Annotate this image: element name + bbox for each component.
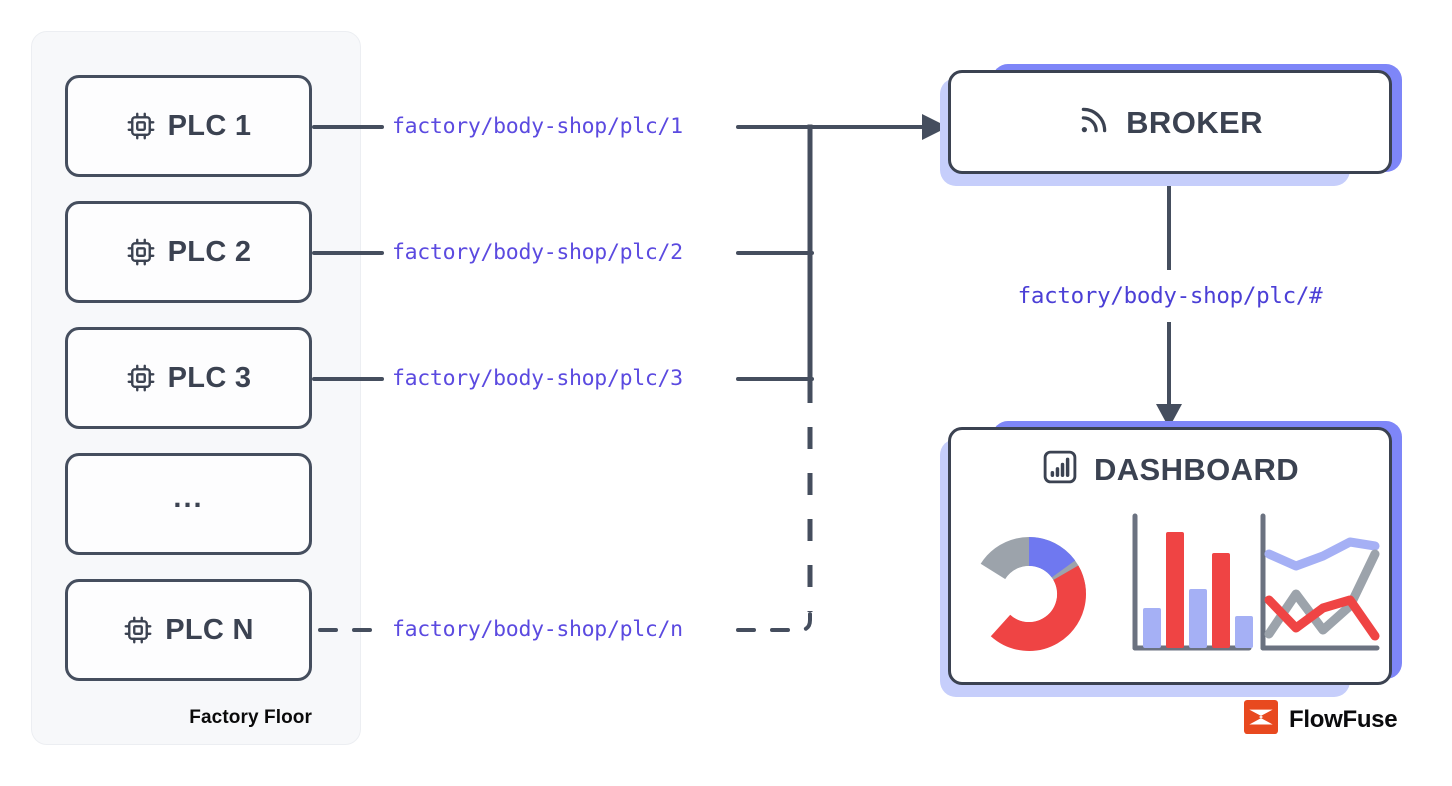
plc-card-n[interactable]: PLC N <box>65 579 312 681</box>
topic-label-plc-3: factory/body-shop/plc/3 <box>392 366 683 391</box>
plc-card-3[interactable]: PLC 3 <box>65 327 312 429</box>
cpu-icon <box>126 237 156 267</box>
broker-title: BROKER <box>951 73 1389 171</box>
dashboard-card[interactable]: DASHBOARD <box>948 427 1392 685</box>
donut-chart-arcs <box>972 537 1086 651</box>
broker-card[interactable]: BROKER <box>948 70 1392 174</box>
plc-card-ellipsis: ... <box>65 453 312 555</box>
cpu-icon <box>126 363 156 393</box>
flowfuse-logo-icon <box>1244 700 1278 739</box>
topic-label-plc-1: factory/body-shop/plc/1 <box>392 114 683 139</box>
cpu-icon <box>126 111 156 141</box>
line-chart <box>1260 513 1380 651</box>
plc-card-2[interactable]: PLC 2 <box>65 201 312 303</box>
cpu-icon <box>123 615 153 645</box>
plc-card-label: PLC N <box>165 613 254 646</box>
bar-chart-icon <box>1041 448 1079 491</box>
plc-card-label: ... <box>173 481 204 514</box>
flowfuse-brand: FlowFuse <box>1244 700 1398 739</box>
flowfuse-wordmark: FlowFuse <box>1289 705 1398 733</box>
dashboard-node[interactable]: DASHBOARD <box>930 415 1410 700</box>
dashboard-label: DASHBOARD <box>1093 451 1300 487</box>
dashboard-charts <box>972 513 1380 651</box>
topic-label-plc-2: factory/body-shop/plc/2 <box>392 240 683 265</box>
signal-icon <box>1077 103 1111 142</box>
subscription-topic-label: factory/body-shop/plc/# <box>1017 283 1323 309</box>
factory-floor-caption: Factory Floor <box>189 707 312 728</box>
plc-card-label: PLC 3 <box>167 361 252 394</box>
dashboard-title: DASHBOARD <box>951 430 1389 508</box>
bar-chart <box>1132 513 1253 651</box>
plc-card-label: PLC 1 <box>167 109 252 142</box>
topic-label-plc-n: factory/body-shop/plc/n <box>392 617 683 642</box>
plc-card-label: PLC 2 <box>167 235 252 268</box>
broker-node[interactable]: BROKER <box>930 58 1410 188</box>
plc-card-1[interactable]: PLC 1 <box>65 75 312 177</box>
broker-label: BROKER <box>1126 104 1263 140</box>
